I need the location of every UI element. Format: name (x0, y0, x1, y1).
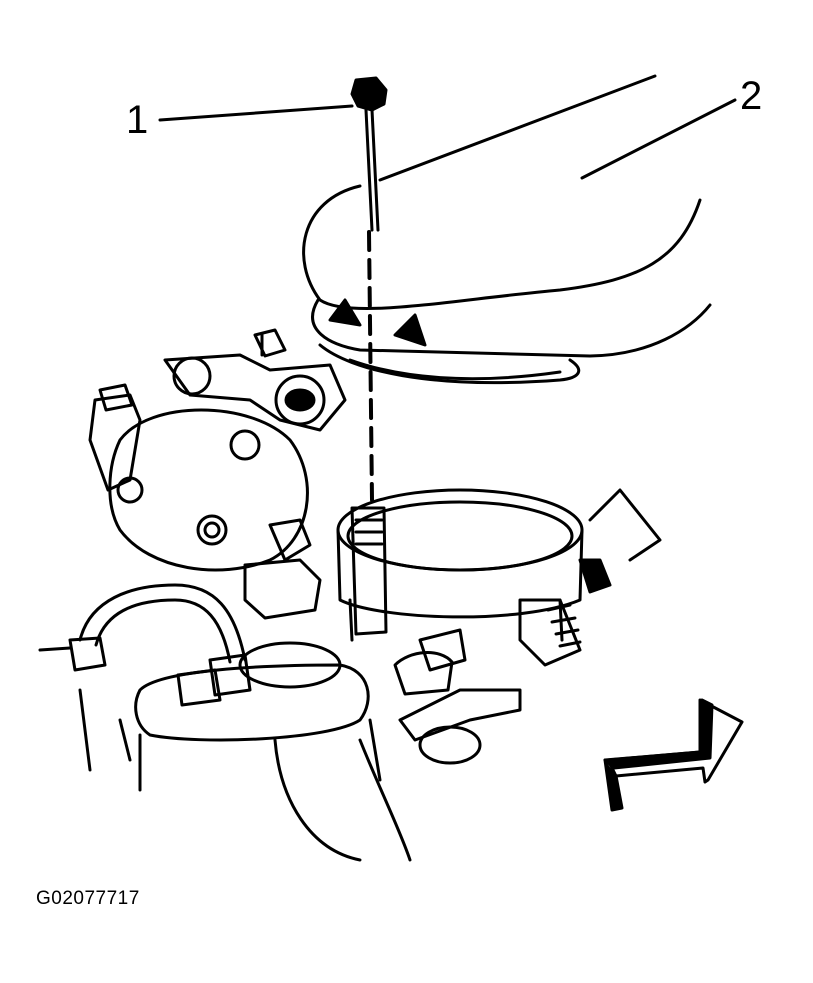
front-direction-arrow-icon (605, 700, 742, 810)
throttle-body-assembly (40, 330, 660, 860)
air-intake-duct (304, 76, 710, 383)
callout-1-label: 1 (126, 98, 149, 142)
callout-2-leader (582, 100, 735, 178)
bolt (352, 78, 386, 500)
callout-1-leader (160, 106, 352, 120)
figure-id: G02077717 (36, 888, 140, 909)
callout-2-label: 2 (740, 74, 763, 118)
